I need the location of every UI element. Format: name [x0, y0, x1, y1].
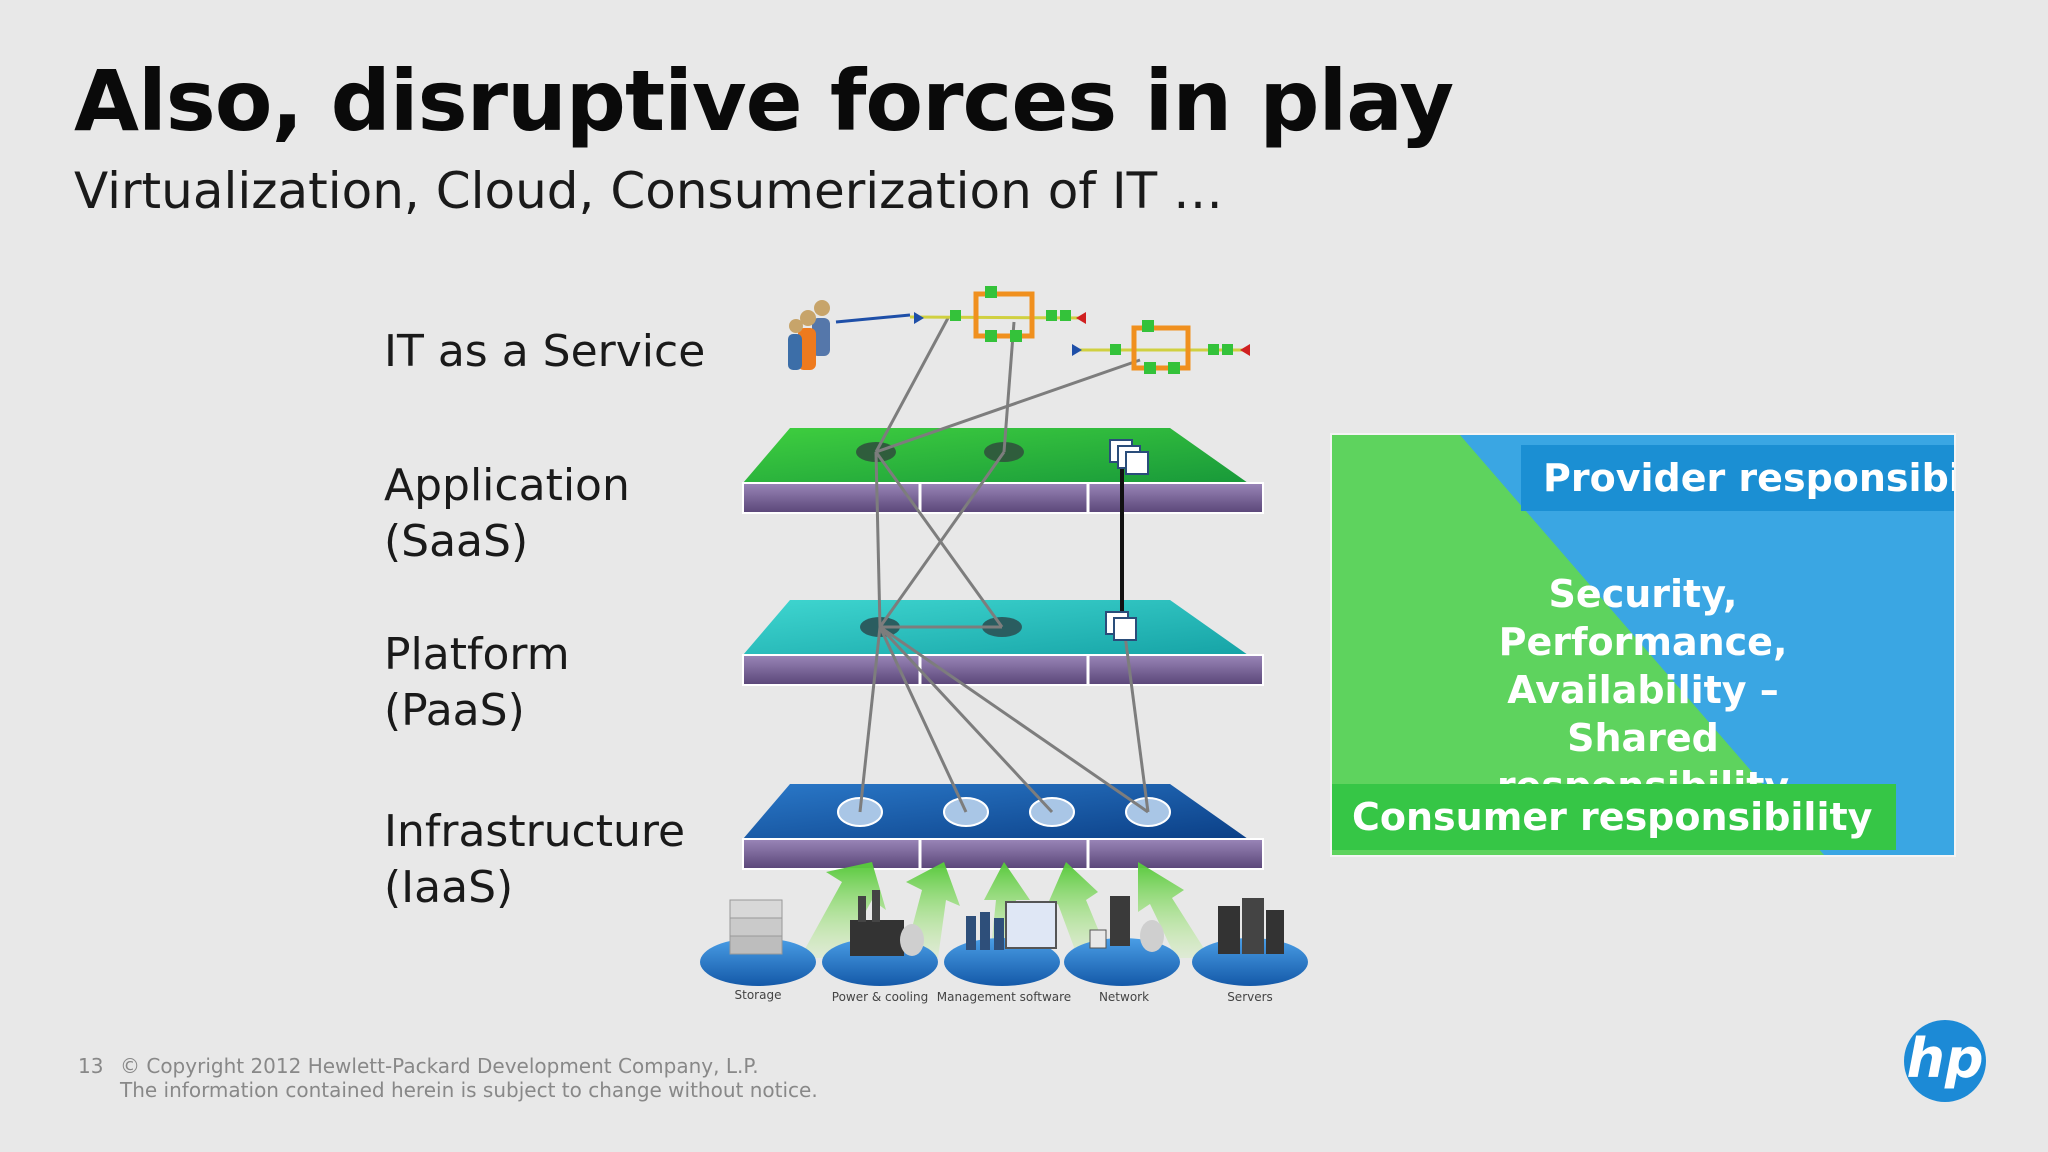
- management-software-icon: [944, 901, 1060, 986]
- process-flow-2: [1072, 320, 1250, 374]
- consumer-responsibility-label: Consumer responsibility: [1332, 784, 1897, 850]
- label-iaas-line2: (IaaS): [384, 862, 514, 913]
- label-paas: Platform (PaaS): [384, 627, 570, 739]
- label-saas-line2: (SaaS): [384, 516, 529, 567]
- label-paas-line1: Platform: [384, 629, 570, 680]
- paas-platform: [742, 600, 1264, 686]
- footer: 13 © Copyright 2012 Hewlett-Packard Devel…: [78, 1054, 818, 1102]
- label-iaas-line1: Infrastructure: [384, 806, 686, 857]
- notice-text: The information contained herein is subj…: [120, 1078, 818, 1102]
- label-paas-line2: (PaaS): [384, 685, 525, 736]
- iaas-platform: [742, 784, 1264, 870]
- responsibility-panel: Provider responsibility Security, Perfor…: [1330, 433, 1956, 857]
- consumer-area: [1332, 435, 1824, 855]
- users-icon: [788, 300, 830, 370]
- label-it-as-a-service: IT as a Service: [384, 324, 705, 380]
- storage-icon: [700, 899, 816, 986]
- connection-lines: [858, 317, 1150, 814]
- page-number: 13: [78, 1054, 104, 1078]
- network-icon: [1064, 896, 1180, 986]
- application-icon: [1109, 439, 1149, 475]
- slide-title: Also, disruptive forces in play: [74, 52, 1454, 150]
- caption-power-cooling: Power & cooling: [832, 990, 928, 1004]
- power-cooling-icon: [822, 890, 938, 986]
- label-saas: Application (SaaS): [384, 458, 630, 570]
- platform-icon: [1105, 611, 1137, 641]
- caption-storage: Storage: [735, 988, 782, 1002]
- copyright-text: © Copyright 2012 Hewlett-Packard Develop…: [120, 1054, 759, 1078]
- saas-platform: [742, 428, 1264, 514]
- servers-icon: [1192, 898, 1308, 986]
- label-saas-line1: Application: [384, 460, 630, 511]
- label-itaas-text: IT as a Service: [384, 326, 706, 377]
- user-request-arrow: [835, 313, 911, 324]
- caption-network: Network: [1099, 990, 1149, 1004]
- shared-responsibility-text: Security, Performance, Availability – Sh…: [1497, 572, 1789, 808]
- caption-servers: Servers: [1227, 990, 1273, 1004]
- label-iaas: Infrastructure (IaaS): [384, 804, 685, 916]
- slide-subtitle: Virtualization, Cloud, Consumerization o…: [74, 162, 1223, 220]
- hp-logo: hp: [1904, 1020, 1986, 1102]
- process-flow-1: [909, 286, 1087, 342]
- shared-responsibility-label: Security, Performance, Availability – Sh…: [1332, 570, 1954, 810]
- provider-responsibility-label: Provider responsibility: [1521, 445, 1954, 511]
- caption-management-software: Management software: [937, 990, 1071, 1004]
